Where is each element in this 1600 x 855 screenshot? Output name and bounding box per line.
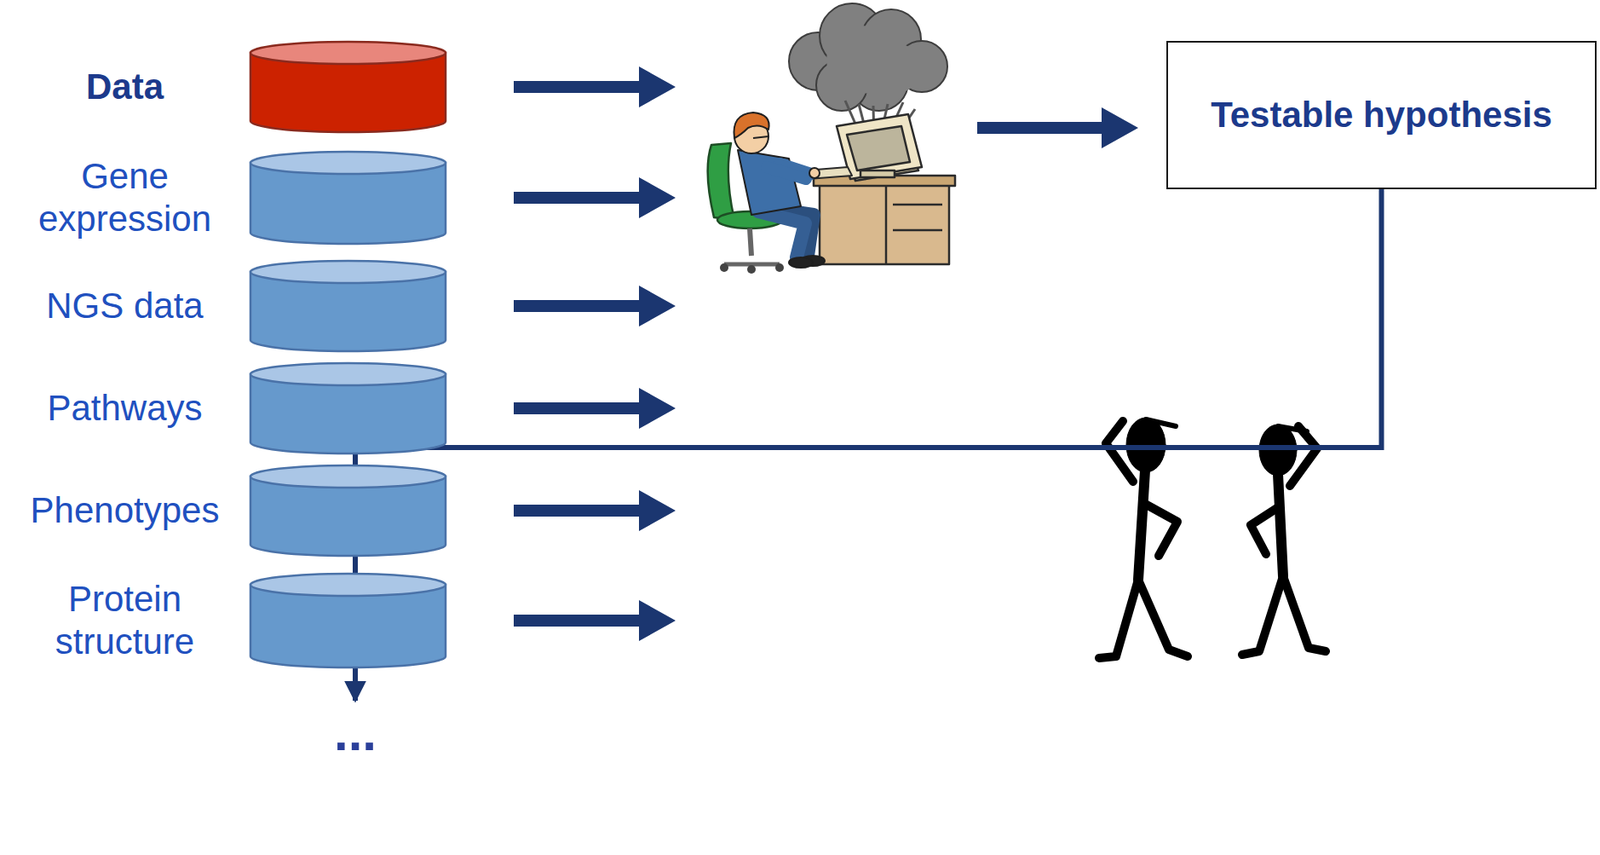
ellipsis-node: ...	[316, 705, 394, 759]
store-arrows-part-part	[513, 285, 676, 327]
stick-figure-part	[1145, 419, 1176, 426]
keyboard	[805, 166, 852, 179]
store-label: Protein structure	[8, 577, 242, 664]
person-part	[737, 149, 801, 215]
hypothesis-box: Testable hypothesis	[1166, 40, 1597, 190]
puzzled-stick-figures	[1099, 417, 1326, 658]
computer-desk-part	[819, 182, 950, 265]
ellipsis-text: ...	[333, 707, 377, 759]
store-arrows-part	[513, 599, 676, 641]
cylinder-outline	[249, 259, 447, 352]
cylinder-outline	[249, 464, 447, 557]
computer-desk-part	[892, 203, 943, 207]
stick-figure	[1242, 424, 1326, 655]
store-arrows-part	[513, 489, 676, 531]
frustrated-user-cartoon	[707, 3, 956, 274]
data-store-cylinder: NGS data	[249, 259, 447, 352]
store-arrows	[513, 66, 676, 641]
person	[733, 112, 825, 268]
person-part	[753, 136, 769, 139]
store-arrows-part-part	[513, 387, 676, 429]
office-chair-part	[749, 228, 752, 256]
store-label: Gene expression	[8, 155, 242, 242]
person-part	[809, 167, 820, 179]
stick-figure-part	[1138, 579, 1188, 657]
feedback-connector	[355, 189, 1382, 701]
store-label: Phenotypes	[8, 489, 242, 532]
cylinder-body	[250, 584, 446, 668]
result-arrow	[977, 107, 1139, 149]
office-chair-part	[747, 264, 756, 274]
person-part	[758, 211, 806, 258]
data-store-cylinder: Pathways	[249, 362, 447, 455]
store-arrows-part-part	[513, 489, 676, 531]
store-arrows-part-part	[513, 66, 676, 108]
stick-figure-part	[1250, 506, 1280, 554]
office-chair-part	[719, 263, 729, 272]
stick-figure-part	[1105, 420, 1134, 482]
store-label: NGS data	[8, 284, 242, 328]
person-part	[788, 257, 813, 268]
store-label: Pathways	[8, 386, 242, 430]
cylinder-top	[250, 260, 446, 283]
data-store-cylinder: Data	[249, 40, 447, 133]
hypothesis-text: Testable hypothesis	[1210, 94, 1553, 136]
cylinder-top	[250, 41, 446, 64]
store-arrows-part	[513, 66, 676, 108]
data-store-cylinder: Protein structure	[249, 572, 447, 668]
cylinder-outline	[249, 40, 447, 133]
cylinder-top	[250, 573, 446, 596]
cylinder-top	[250, 362, 446, 386]
cylinder-top	[250, 151, 446, 174]
cylinder-outline	[249, 362, 447, 455]
store-arrows-part-part	[513, 599, 676, 641]
person-part	[733, 112, 769, 139]
stick-figure-part	[1242, 575, 1284, 655]
stick-figure-part	[1283, 575, 1326, 651]
computer-desk-part	[892, 229, 943, 232]
stick-figure-part	[1138, 470, 1146, 580]
monitor-part	[846, 126, 910, 171]
office-chair-part	[775, 263, 784, 272]
store-label: Data	[8, 65, 242, 109]
computer-desk-part	[885, 182, 888, 265]
store-arrows-part	[513, 177, 676, 219]
data-store-cylinder: Phenotypes	[249, 464, 447, 557]
stick-figure-part	[1277, 473, 1284, 576]
stick-figure	[1099, 417, 1188, 658]
cylinder-top	[250, 465, 446, 488]
store-arrows-part	[513, 285, 676, 327]
smoke-cloud	[788, 3, 948, 111]
person-part	[766, 166, 806, 179]
stick-figure-part	[1099, 579, 1139, 658]
office-chair-part	[707, 143, 735, 220]
stick-figure-part	[1143, 502, 1178, 556]
store-arrows-part-part	[513, 177, 676, 219]
store-arrows-part	[513, 387, 676, 429]
cylinder-outline	[249, 572, 447, 668]
monitor-part	[860, 170, 895, 178]
result-arrow-part	[977, 107, 1139, 149]
smoke-cloud-part	[869, 42, 921, 94]
keyboard-part	[805, 166, 852, 179]
computer-desk	[813, 175, 956, 265]
cylinder-outline	[249, 150, 447, 245]
stick-figure-part	[1289, 425, 1318, 486]
data-store-cylinder: Gene expression	[249, 150, 447, 245]
